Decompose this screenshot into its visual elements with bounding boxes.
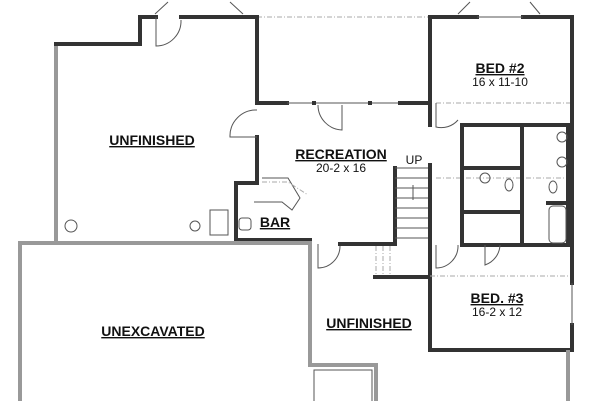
furnace-icon: [209, 209, 229, 236]
sink-icon: [238, 217, 252, 231]
door-swing: [229, 109, 258, 138]
toilet-icon: [504, 178, 514, 192]
room-label-bar: BAR: [260, 214, 290, 230]
room-label-unfinished-lower: UNFINISHED: [326, 315, 412, 331]
drain-icon: [64, 219, 78, 233]
toilet-icon: [548, 180, 558, 194]
wall-unfinished-top: [54, 15, 158, 46]
room-label-unexcavated: UNEXCAVATED: [101, 323, 204, 339]
water-heater-icon: [189, 220, 201, 232]
sink-icon: [556, 131, 568, 143]
room-label-unfinished: UNFINISHED: [109, 132, 195, 148]
door-swing: [435, 103, 501, 269]
room-size-bed3: 16-2 x 12: [472, 305, 522, 319]
ceiling-lines: [430, 102, 570, 277]
door-swing: [317, 244, 341, 269]
wall-bar: [234, 135, 312, 242]
room-size-bed2: 16 x 11-10: [472, 75, 528, 89]
room-size-recreation: 20-2 x 16: [316, 161, 366, 175]
wall-stair: [338, 166, 397, 246]
wall-unfinished-right: [179, 15, 289, 105]
tub-icon: [548, 205, 567, 244]
bar-counter: [254, 177, 301, 211]
stair-lower: [375, 246, 391, 277]
door-swing: [317, 104, 343, 131]
stair-treads: [395, 167, 430, 239]
wall-baths: [460, 123, 570, 247]
room-label-bed2: BED #2: [475, 60, 524, 76]
sink-icon: [479, 172, 491, 184]
eave-lines: [154, 1, 541, 15]
stairs-label: UP: [406, 153, 423, 167]
door-swing: [155, 17, 182, 47]
window: [477, 16, 573, 325]
wall-inner-box: [313, 369, 373, 401]
room-label-recreation: RECREATION: [295, 146, 387, 162]
wall-bed-outer: [428, 15, 574, 352]
room-label-bed3: BED. #3: [471, 290, 524, 306]
bar-counter-edge: [262, 181, 309, 196]
sink-icon: [556, 156, 568, 168]
wall-unexcavated: [18, 241, 378, 401]
